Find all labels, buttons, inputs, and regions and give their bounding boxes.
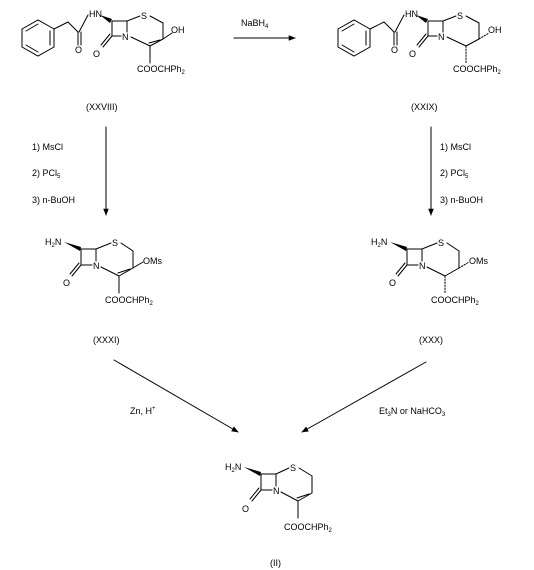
reagent-steps-right: 1) MsCl 2) PCl5 3) n-BuOH [428, 126, 483, 216]
reagent-nabh4: NaBH4 [233, 18, 296, 41]
ester-label: COOCHPh2 [453, 64, 502, 76]
amine-label: H2N [45, 237, 61, 249]
compound-xxx: H2N O N S OMs COOCHPh2 (XXX) [371, 237, 488, 345]
compound-id-label: (XXX) [419, 335, 443, 345]
sulfur-atom: S [290, 463, 296, 473]
mesylate-label: OMs [143, 256, 162, 266]
ester-label: COOCHPh2 [284, 522, 333, 534]
lactam-oxygen: O [93, 49, 100, 59]
svg-text:NaBH4: NaBH4 [241, 18, 269, 30]
ring-nitrogen: N [273, 486, 280, 496]
lactam-oxygen: O [242, 504, 249, 514]
sulfur-atom: S [141, 11, 147, 21]
compound-xxviii: O HN O N S OH COOCHPh2 (XXVIII) [21, 9, 186, 112]
ring-nitrogen: N [419, 261, 426, 271]
amine-label: H2N [225, 462, 241, 474]
lactam-oxygen: O [63, 278, 70, 288]
reagent-zn: Zn, H+ [113, 359, 239, 433]
benzene-ring [337, 19, 371, 57]
hydroxyl-label: OH [488, 25, 502, 35]
benzene-ring [21, 19, 55, 57]
hydroxyl-label: OH [171, 25, 185, 35]
compound-xxix: O HN O N S OH COOCHPh2 (XXIX) [337, 9, 502, 112]
ring-nitrogen: N [122, 32, 129, 42]
ring-nitrogen: N [438, 32, 445, 42]
sulfur-atom: S [438, 238, 444, 248]
ester-label: COOCHPh2 [431, 295, 480, 307]
svg-text:3) n-BuOH: 3) n-BuOH [440, 195, 483, 205]
svg-text:2) PCl5: 2) PCl5 [440, 168, 469, 180]
amide-oxygen: O [75, 45, 82, 55]
lactam-oxygen: O [409, 49, 416, 59]
lactam-oxygen: O [389, 278, 396, 288]
svg-text:1) MsCl: 1) MsCl [440, 142, 471, 152]
ester-label: COOCHPh2 [137, 64, 186, 76]
amide-nh: HN [89, 9, 102, 19]
ester-label: COOCHPh2 [105, 295, 154, 307]
compound-id-label: (XXIX) [411, 102, 438, 112]
arrow-diagonal-left [113, 359, 239, 433]
reagent-steps-left: 1) MsCl 2) PCl5 3) n-BuOH [32, 126, 109, 216]
svg-text:1) MsCl: 1) MsCl [32, 142, 63, 152]
amide-nh: HN [405, 9, 418, 19]
reagent-et3n: Et3N or NaHCO3 [301, 361, 446, 433]
sulfur-atom: S [457, 11, 463, 21]
compound-id-label: (II) [270, 558, 281, 568]
svg-text:Et3N or NaHCO3: Et3N or NaHCO3 [379, 406, 446, 418]
amine-label: H2N [371, 237, 387, 249]
mesylate-label: OMs [469, 256, 488, 266]
compound-id-label: (XXVIII) [86, 102, 118, 112]
compound-id-label: (XXXI) [93, 335, 120, 345]
svg-text:3) n-BuOH: 3) n-BuOH [32, 195, 75, 205]
svg-text:2) PCl5: 2) PCl5 [32, 168, 61, 180]
svg-text:Zn, H+: Zn, H+ [130, 406, 156, 416]
sulfur-atom: S [112, 238, 118, 248]
arrow-diagonal-right [301, 361, 427, 433]
amide-oxygen: O [391, 45, 398, 55]
compound-ii: H2N O N S COOCHPh2 (II) [225, 462, 333, 568]
compound-xxxi: H2N O N S OMs COOCHPh2 (XXXI) [45, 237, 162, 345]
ring-nitrogen: N [93, 261, 100, 271]
